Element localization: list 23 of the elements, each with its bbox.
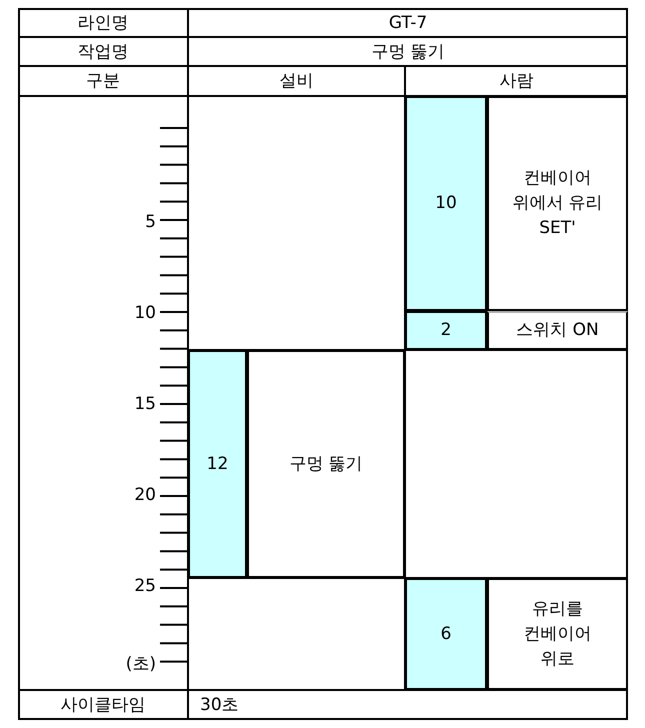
table-text: 사이클타임 (60, 694, 146, 716)
duration-bar: 10 (405, 96, 487, 311)
axis-label: 25 (134, 575, 156, 597)
axis-label: (초) (126, 653, 156, 675)
table-text: GT-7 (388, 12, 428, 34)
table-text: 구분 (86, 70, 120, 92)
duration-bar: 6 (405, 578, 487, 690)
duration-bar: 12 (188, 350, 247, 578)
table-text: 라인명 (78, 12, 128, 34)
table-text: 설비 (280, 70, 314, 92)
duration-bar: 2 (405, 311, 487, 350)
table-text: 사람 (500, 70, 534, 92)
axis-label: 20 (134, 484, 156, 506)
task-cell: 컨베이어 위에서 유리 SET' (487, 96, 628, 311)
axis-label: 5 (145, 211, 156, 233)
task-cell: 스위치 ON (487, 311, 628, 350)
table-text: 구멍 뚫기 (371, 40, 445, 62)
table-text: 30초 (200, 694, 239, 716)
axis-label: 15 (134, 393, 156, 415)
axis-label: 10 (134, 302, 156, 324)
task-cell: 유리를 컨베이어 위로 (487, 578, 628, 690)
table-text: 작업명 (78, 40, 128, 62)
task-cell: 구멍 뚫기 (247, 350, 405, 578)
